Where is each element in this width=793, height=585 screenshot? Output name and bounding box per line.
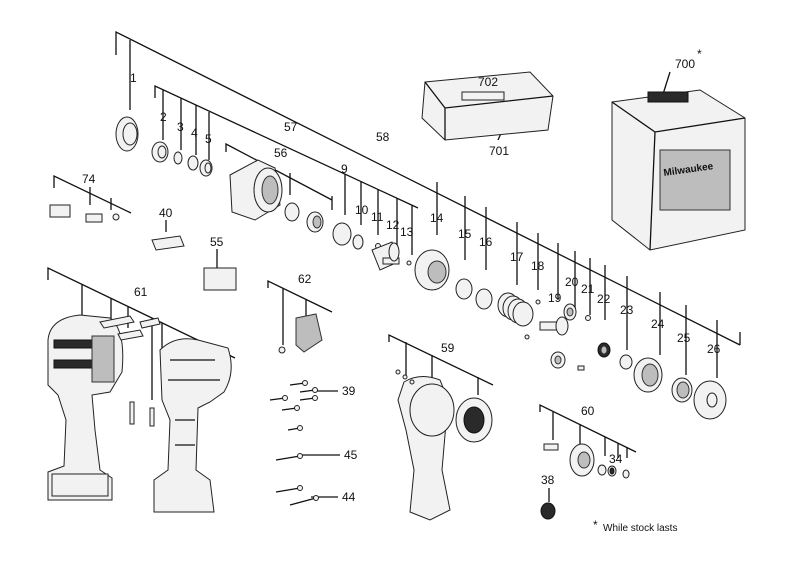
label-12: 12 bbox=[386, 218, 400, 232]
part-number-labels: 1 2 3 4 5 57 58 56 9 10 11 12 13 14 15 1… bbox=[82, 47, 721, 504]
part-702-kit-box bbox=[421, 71, 554, 141]
part-61-housing-left bbox=[47, 314, 124, 501]
part-700-carry-case: Milwaukee bbox=[611, 89, 746, 251]
part-20-gear bbox=[563, 303, 577, 321]
label-15: 15 bbox=[458, 227, 472, 241]
part-18-ball bbox=[535, 299, 541, 305]
part-21-pin bbox=[585, 315, 591, 321]
label-19: 19 bbox=[548, 291, 562, 305]
screws-44 bbox=[275, 485, 319, 506]
label-11: 11 bbox=[371, 210, 384, 224]
label-58: 58 bbox=[376, 130, 390, 144]
footnote: * While stock lasts bbox=[593, 518, 677, 534]
label-17: 17 bbox=[510, 250, 524, 264]
label-18: 18 bbox=[531, 259, 545, 273]
label-14: 14 bbox=[430, 211, 444, 225]
label-16: 16 bbox=[479, 235, 493, 249]
label-700-asterisk: * bbox=[697, 47, 702, 61]
label-13: 13 bbox=[400, 225, 414, 239]
part-13-ball bbox=[406, 260, 412, 266]
part-62-cover bbox=[278, 313, 323, 354]
label-2: 2 bbox=[160, 110, 167, 124]
part-16-washer bbox=[475, 288, 493, 310]
label-61: 61 bbox=[134, 285, 148, 299]
label-700: 700 bbox=[675, 57, 695, 71]
label-60: 60 bbox=[581, 404, 595, 418]
label-57: 57 bbox=[284, 120, 298, 134]
label-9: 9 bbox=[341, 162, 348, 176]
part-15-balls-ring bbox=[455, 278, 473, 300]
label-55: 55 bbox=[210, 235, 224, 249]
label-24: 24 bbox=[651, 317, 665, 331]
label-45: 45 bbox=[344, 448, 358, 462]
label-21: 21 bbox=[581, 282, 595, 296]
part-19-spindle bbox=[524, 316, 569, 369]
label-22: 22 bbox=[597, 292, 611, 306]
label-10: 10 bbox=[355, 203, 369, 217]
part-22-bearing bbox=[597, 342, 611, 358]
part-57-bearing bbox=[306, 211, 324, 233]
part-17-spring bbox=[497, 292, 534, 327]
label-702: 702 bbox=[478, 75, 498, 89]
part-10-washer bbox=[352, 234, 364, 250]
part-40-switch bbox=[151, 235, 185, 251]
part-26-cover bbox=[693, 380, 727, 420]
label-62: 62 bbox=[298, 272, 312, 286]
label-701: 701 bbox=[489, 144, 509, 158]
part-61-trim-pieces bbox=[99, 315, 161, 427]
part-61-housing-right bbox=[153, 338, 232, 513]
parts: Milwaukee bbox=[47, 71, 746, 521]
label-38: 38 bbox=[541, 473, 555, 487]
label-59: 59 bbox=[441, 341, 455, 355]
label-39: 39 bbox=[342, 384, 356, 398]
label-1: 1 bbox=[130, 71, 137, 85]
part-14-hammer bbox=[414, 249, 450, 291]
label-25: 25 bbox=[677, 331, 691, 345]
part-9-washer bbox=[332, 222, 352, 246]
part-24-ring-gear bbox=[633, 357, 663, 393]
part-pin bbox=[577, 365, 585, 371]
part-2-5-rings bbox=[151, 141, 213, 177]
part-23-ring bbox=[619, 354, 633, 370]
part-25-bearing bbox=[671, 377, 693, 403]
part-38-bumper bbox=[540, 502, 556, 520]
part-60-motor-parts bbox=[543, 443, 630, 479]
label-23: 23 bbox=[620, 303, 634, 317]
label-20: 20 bbox=[565, 275, 579, 289]
label-26: 26 bbox=[707, 342, 721, 356]
footnote-asterisk: * bbox=[593, 518, 598, 532]
part-9-o-ring bbox=[284, 202, 300, 222]
label-34: 34 bbox=[609, 452, 623, 466]
part-56-hammer-case bbox=[229, 159, 283, 221]
label-74: 74 bbox=[82, 172, 96, 186]
footnote-text: While stock lasts bbox=[603, 523, 677, 534]
part-74-switch-parts bbox=[49, 204, 120, 223]
part-59-housing-assembly bbox=[395, 369, 493, 521]
label-56: 56 bbox=[274, 146, 288, 160]
part-1-nose-cap bbox=[115, 116, 139, 152]
label-4: 4 bbox=[191, 126, 198, 140]
label-40: 40 bbox=[159, 206, 173, 220]
label-3: 3 bbox=[177, 120, 184, 134]
label-5: 5 bbox=[205, 132, 212, 146]
screws-39 bbox=[269, 380, 318, 431]
part-55-label bbox=[203, 267, 237, 291]
part-12-anvil bbox=[371, 241, 400, 271]
screws-45 bbox=[275, 453, 303, 461]
label-44: 44 bbox=[342, 490, 356, 504]
